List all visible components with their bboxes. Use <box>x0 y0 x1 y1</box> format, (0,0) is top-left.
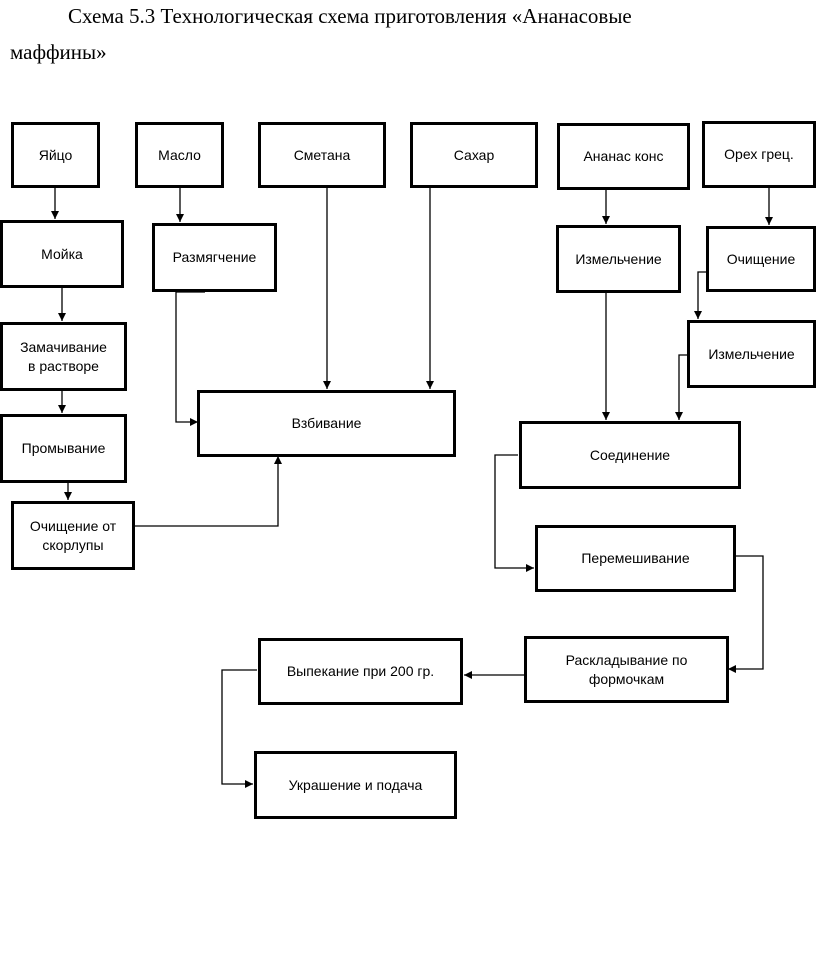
node-washing: Мойка <box>0 220 124 288</box>
arrow-mixing-to-portioning <box>728 555 764 673</box>
arrow-walnut-chopping-to-combining <box>675 354 688 420</box>
node-decorating: Украшение и подача <box>254 751 457 819</box>
node-sour-cream: Сметана <box>258 122 386 188</box>
node-rinsing: Промывание <box>0 414 127 483</box>
arrow-walnut-cleaning-to-chopping <box>694 271 707 319</box>
node-portioning: Раскладывание по формочкам <box>524 636 729 703</box>
arrow-combining-to-mixing <box>494 454 534 572</box>
node-egg: Яйцо <box>11 122 100 188</box>
arrow-shell-removal-to-whipping <box>135 456 282 527</box>
node-soaking: Замачивание в растворе <box>0 322 127 391</box>
arrow-softening-to-whipping <box>175 291 205 426</box>
node-butter: Масло <box>135 122 224 188</box>
node-baking: Выпекание при 200 гр. <box>258 638 463 705</box>
diagram-title-line-1: Схема 5.3 Технологическая схема приготов… <box>68 4 632 28</box>
arrow-baking-to-decorating <box>221 669 257 788</box>
node-combining: Соединение <box>519 421 741 489</box>
node-mixing: Перемешивание <box>535 525 736 592</box>
node-pineapple: Ананас конс <box>557 123 690 190</box>
diagram-title-line-2: маффины» <box>10 40 107 64</box>
node-walnut-cleaning: Очищение <box>706 226 816 292</box>
node-walnut: Орех грец. <box>702 121 816 188</box>
node-shell-removal: Очищение от скорлупы <box>11 501 135 570</box>
node-sugar: Сахар <box>410 122 538 188</box>
node-walnut-chopping: Измельчение <box>687 320 816 388</box>
node-whipping: Взбивание <box>197 390 456 457</box>
node-softening: Размягчение <box>152 223 277 292</box>
node-pineapple-chopping: Измельчение <box>556 225 681 293</box>
